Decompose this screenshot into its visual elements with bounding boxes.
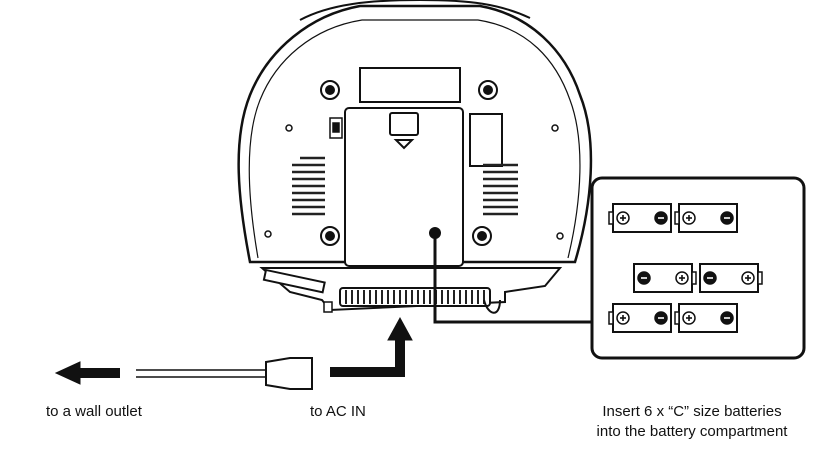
battery-icon: [633, 263, 697, 293]
cable-hook: [483, 299, 501, 314]
vent-grille-left: [292, 156, 325, 216]
wall-outlet-arrow: [54, 361, 120, 385]
ac-in-socket: [323, 301, 333, 313]
leader-line: [433, 233, 592, 324]
power-cord: [136, 357, 313, 390]
battery-compartment-callout: [590, 176, 806, 360]
battery-icon: [674, 203, 738, 233]
battery-icon: [608, 203, 672, 233]
ac-in-label: to AC IN: [310, 403, 366, 420]
battery-icon: [699, 263, 763, 293]
side-screws: [264, 124, 564, 240]
battery-door: [344, 107, 464, 267]
vent-grille-right: [483, 163, 518, 216]
battery-instructions-line2: into the battery compartment: [596, 423, 788, 440]
switch: [329, 117, 343, 139]
ac-in-arrow: [330, 316, 413, 377]
foot-screws: [320, 80, 498, 246]
id-plate: [469, 113, 503, 167]
wall-outlet-label: to a wall outlet: [46, 403, 142, 420]
battery-instructions: Insert 6 x “C” size batteries into the b…: [563, 402, 821, 442]
device-base: [259, 267, 563, 312]
battery-icon: [674, 303, 738, 333]
battery-icon: [608, 303, 672, 333]
battery-instructions-line1: Insert 6 x “C” size batteries: [602, 403, 782, 420]
device-top-edge: [299, 0, 531, 21]
label-panel: [359, 67, 461, 103]
